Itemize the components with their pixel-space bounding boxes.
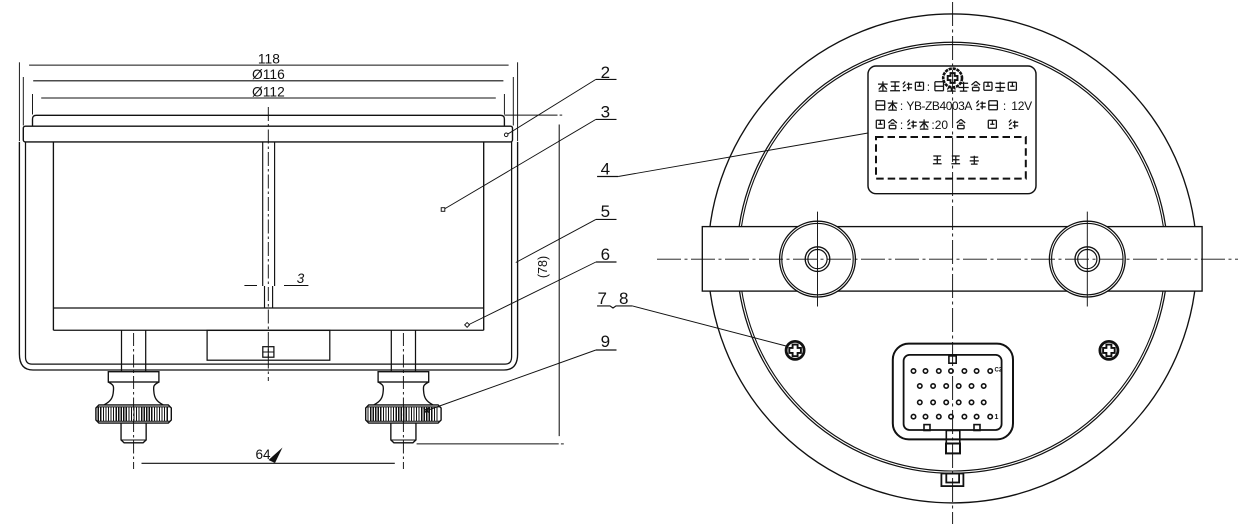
svg-text:12V: 12V: [1011, 99, 1032, 113]
svg-text:Ø116: Ø116: [252, 67, 285, 82]
svg-text:3: 3: [297, 271, 305, 286]
svg-text::: :: [900, 118, 903, 132]
svg-text::20: :20: [931, 118, 948, 132]
svg-text:1: 1: [995, 414, 999, 421]
svg-text:4: 4: [601, 160, 610, 179]
svg-text::: :: [927, 80, 930, 94]
svg-text:2: 2: [601, 63, 610, 82]
svg-text:(78): (78): [536, 256, 550, 278]
svg-text:C2: C2: [995, 368, 1003, 374]
svg-text:8: 8: [619, 289, 628, 308]
svg-text:64: 64: [255, 447, 271, 462]
svg-text:7: 7: [598, 289, 607, 308]
svg-text:118: 118: [258, 51, 280, 66]
svg-text:6: 6: [601, 245, 610, 264]
svg-text:Ø112: Ø112: [252, 84, 285, 99]
svg-text:9: 9: [601, 332, 610, 351]
svg-text:YB-ZB4003A: YB-ZB4003A: [906, 99, 972, 113]
svg-text::: :: [900, 99, 903, 113]
svg-text:3: 3: [601, 103, 610, 122]
svg-text::: :: [1003, 99, 1006, 113]
svg-text:5: 5: [601, 202, 610, 221]
